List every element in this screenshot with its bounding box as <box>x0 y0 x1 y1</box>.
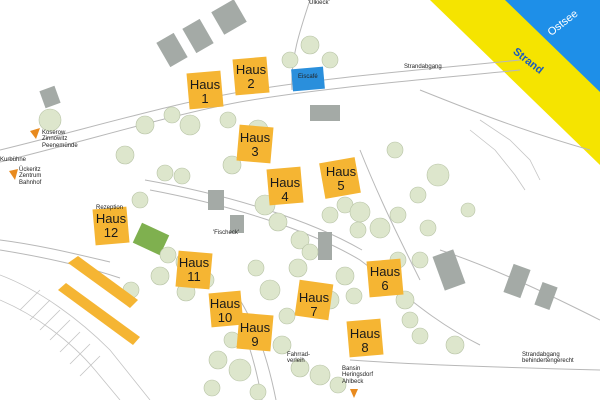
green-field <box>132 222 170 256</box>
beach-access-accessible-label: Strandabgang behindertengerecht <box>522 352 574 365</box>
direction-label-ueckeritz: Ückeritz Zentrum Bahnhof <box>19 167 42 186</box>
direction-markers <box>9 128 358 398</box>
house-buildings <box>92 56 404 358</box>
kurbuehne-label: Kurbühne <box>0 157 27 163</box>
cafe-label: Eiscafé <box>298 74 318 80</box>
parking-bars <box>58 256 140 345</box>
beach-access-label: Strandabgang <box>404 64 442 70</box>
triangle-marker-icon <box>9 169 18 180</box>
triangle-marker-icon <box>30 128 40 139</box>
direction-label-bansin: Bansin Heringsdorf Ahlbeck <box>342 366 374 385</box>
bike-rental-label: Fahrrad-verleih <box>287 352 311 365</box>
parking-area <box>0 119 541 400</box>
area-label-ulkieck: 'Ulkieck' <box>308 0 330 6</box>
grey-buildings <box>39 0 558 311</box>
area-label-fischeck: 'Fischeck' <box>213 230 239 236</box>
rezeption-label: Rezeption <box>96 205 124 211</box>
cafe-building <box>291 66 325 92</box>
sea-area <box>505 0 600 92</box>
direction-label-koserow: Koserow Zinnowitz Peenemünde <box>42 130 78 149</box>
triangle-marker-icon <box>350 389 358 398</box>
